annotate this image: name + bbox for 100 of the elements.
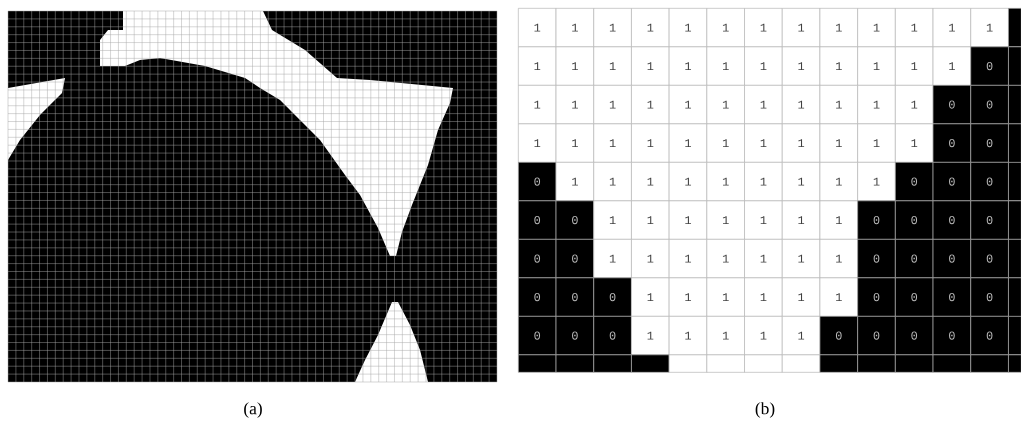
grid-cell: 1 <box>518 85 557 125</box>
grid-cell: 1 <box>706 200 745 240</box>
panel-label: (b) <box>755 402 775 418</box>
grid-cell: 1 <box>781 46 821 86</box>
grid-cell: 1 <box>857 8 896 48</box>
grid-cell: 0 <box>932 277 972 317</box>
grid-cell: 1 <box>781 85 821 125</box>
grid-cell: 1 <box>895 46 934 86</box>
grid-cell: 1 <box>631 200 670 240</box>
grid-cell: 1 <box>631 316 670 356</box>
grid-cell: 1 <box>555 162 595 202</box>
grid-cell: 0 <box>555 277 595 317</box>
grid-cell: 1 <box>668 123 708 163</box>
grid-cell: 1 <box>668 239 708 279</box>
grid-cell: 1 <box>555 46 595 86</box>
grid-cell: 0 <box>857 239 896 279</box>
grid-cell: 1 <box>819 123 858 163</box>
grid-cell: 1 <box>819 85 858 125</box>
grid-cell: 1 <box>668 277 708 317</box>
grid-cell: 0 <box>895 200 934 240</box>
grid-cell: 0 <box>555 200 595 240</box>
grid-cell: 0 <box>932 162 972 202</box>
grid-cell: 1 <box>706 123 745 163</box>
grid-cell: 1 <box>518 8 557 48</box>
grid-cell: 1 <box>593 8 632 48</box>
grid-cell: 0 <box>518 277 557 317</box>
grid-cell: 1 <box>668 8 708 48</box>
grid-cell: 0 <box>518 162 557 202</box>
grid-cell: 0 <box>932 85 972 125</box>
grid-cell: 1 <box>819 46 858 86</box>
grid-cell: 0 <box>555 239 595 279</box>
grid-cell: 1 <box>895 85 934 125</box>
grid-cell: 1 <box>857 162 896 202</box>
grid-cell: 1 <box>706 239 745 279</box>
grid-cell: 1 <box>706 46 745 86</box>
grid-cell: 1 <box>593 162 632 202</box>
grid-cell: 1 <box>631 277 670 317</box>
grid-cell: 1 <box>744 85 783 125</box>
grid-cell: 1 <box>781 162 821 202</box>
grid-cell: 1 <box>668 200 708 240</box>
grid-cell: 0 <box>895 277 934 317</box>
grid-cell: 1 <box>781 239 821 279</box>
grid-cell: 1 <box>706 277 745 317</box>
grid-cell: 1 <box>631 46 670 86</box>
grid-cell: 1 <box>932 46 972 86</box>
grid-cell: 0 <box>518 200 557 240</box>
grid-cell: 1 <box>857 85 896 125</box>
grid-cell: 1 <box>819 239 858 279</box>
grid-cell: 1 <box>631 123 670 163</box>
grid-cell: 1 <box>819 162 858 202</box>
grid-cell: 1 <box>744 200 783 240</box>
grid-cell: 1 <box>555 85 595 125</box>
grid-cell: 1 <box>781 8 821 48</box>
grid-cell: 1 <box>819 200 858 240</box>
grid-cell: 1 <box>631 8 670 48</box>
grid-cell: 0 <box>857 277 896 317</box>
grid-cell: 1 <box>593 46 632 86</box>
grid-cell: 1 <box>555 123 595 163</box>
grid-cell: 0 <box>932 123 972 163</box>
grid-cell: 0 <box>895 239 934 279</box>
grid-cell: 1 <box>593 85 632 125</box>
grid-cell: 1 <box>555 8 595 48</box>
grid-cell: 1 <box>744 123 783 163</box>
grid-cell: 1 <box>857 123 896 163</box>
grid-cell: 1 <box>744 162 783 202</box>
grid-cell: 1 <box>668 46 708 86</box>
grid-cell: 1 <box>593 123 632 163</box>
grid-cell: 1 <box>518 46 557 86</box>
grid-cell: 1 <box>781 200 821 240</box>
grid-cell: 1 <box>631 239 670 279</box>
grid-cell: 1 <box>668 85 708 125</box>
grid-cell: 1 <box>819 277 858 317</box>
grid-cell: 0 <box>518 239 557 279</box>
grid-cell: 1 <box>631 85 670 125</box>
grid-cell: 1 <box>706 162 745 202</box>
grid-cell: 1 <box>970 8 1009 48</box>
grid-cell: 1 <box>518 123 557 163</box>
grid-cell: 1 <box>895 123 934 163</box>
grid-cell: 1 <box>744 277 783 317</box>
grid-cell: 1 <box>706 8 745 48</box>
panel-label: (a) <box>244 402 262 418</box>
grid-cell: 1 <box>668 162 708 202</box>
grid-cell: 0 <box>857 200 896 240</box>
grid-cell: 1 <box>593 239 632 279</box>
grid-cell: 1 <box>744 239 783 279</box>
grid-cell: 1 <box>932 8 972 48</box>
grid-cell: 1 <box>744 8 783 48</box>
grid-cell: 1 <box>631 162 670 202</box>
grid-cell: 0 <box>932 239 972 279</box>
grid-cell: 0 <box>593 277 632 317</box>
grid-cell: 1 <box>781 277 821 317</box>
grid-cell: 1 <box>781 123 821 163</box>
grid-cell: 1 <box>857 46 896 86</box>
grid-cell: 1 <box>744 46 783 86</box>
grid-cell: 0 <box>932 200 972 240</box>
grid-cell: 1 <box>895 8 934 48</box>
grid-cell: 1 <box>819 8 858 48</box>
grid-cell: 1 <box>706 85 745 125</box>
grid-cell: 1 <box>593 200 632 240</box>
grid-cell: 0 <box>895 162 934 202</box>
